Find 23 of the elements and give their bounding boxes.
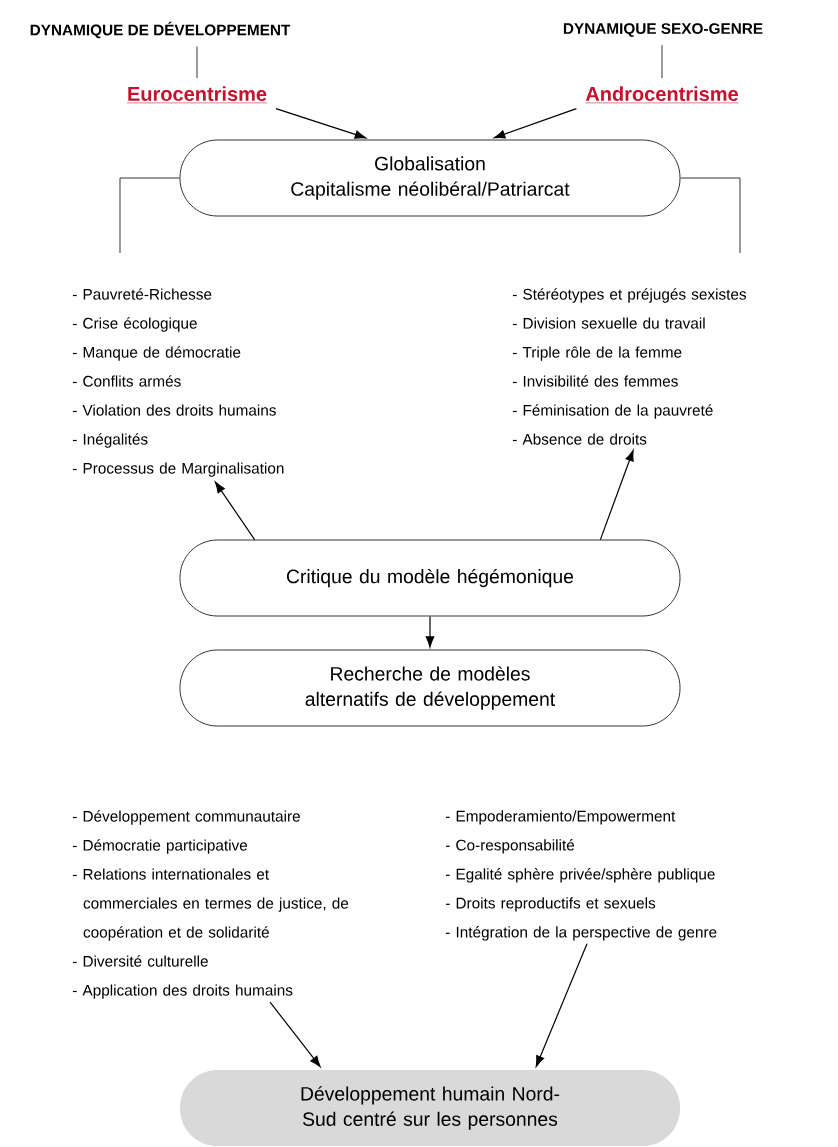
- keyword-label: Androcentrisme: [585, 86, 739, 104]
- arrow: [599, 449, 634, 541]
- arrow: [269, 1001, 321, 1068]
- arrow: [535, 943, 588, 1067]
- bullet-list: - Stéréotypes et préjugés sexistes - Division sexuelle du travail - Triple rôle de la femme - Invisibilité des femmes - Féminisation de la pauvreté - Absence de droits: [512, 288, 747, 445]
- result-box: Développement humain Nord-Sud centré sur les personnes: [180, 1070, 680, 1146]
- connector-line: [119, 177, 180, 254]
- bullet-list: - Pauvreté-Richesse - Crise écologique - Manque de démocratie - Conflits armés - Violation des droits humains - Inégalités - Processus de Marginalisation: [72, 288, 284, 477]
- arrow: [493, 108, 577, 139]
- arrow: [214, 481, 256, 541]
- connector-line: [661, 44, 663, 79]
- heading: DYNAMIQUE SEXO-GENRE: [563, 23, 763, 37]
- arrow: [275, 108, 367, 139]
- rounded-box: Critique du modèle hégémonique: [179, 539, 681, 617]
- arrow: [425, 615, 435, 648]
- bullet-list: - Empoderamiento/Empowerment - Co-responsabilité - Egalité sphère privée/sphère publique - Droits reproductifs et sexuels - Intégration de la perspective de genre: [445, 810, 717, 941]
- keyword-label: Eurocentrisme: [126, 86, 268, 104]
- bullet-list: - Développement communautaire - Démocratie participative - Relations internationales et commerciales en termes de justice, de coopération et de solidarité - Diversité culturelle - Application des droits humains: [72, 810, 349, 999]
- rounded-box: Globalisation Capitalisme néolibéral/Patriarcat: [179, 139, 681, 217]
- connector-line: [196, 46, 198, 79]
- connector-line: [680, 177, 741, 254]
- rounded-box: Recherche de modèles alternatifs de développement: [179, 649, 681, 727]
- heading: DYNAMIQUE DE DÉVELOPPEMENT: [30, 21, 291, 39]
